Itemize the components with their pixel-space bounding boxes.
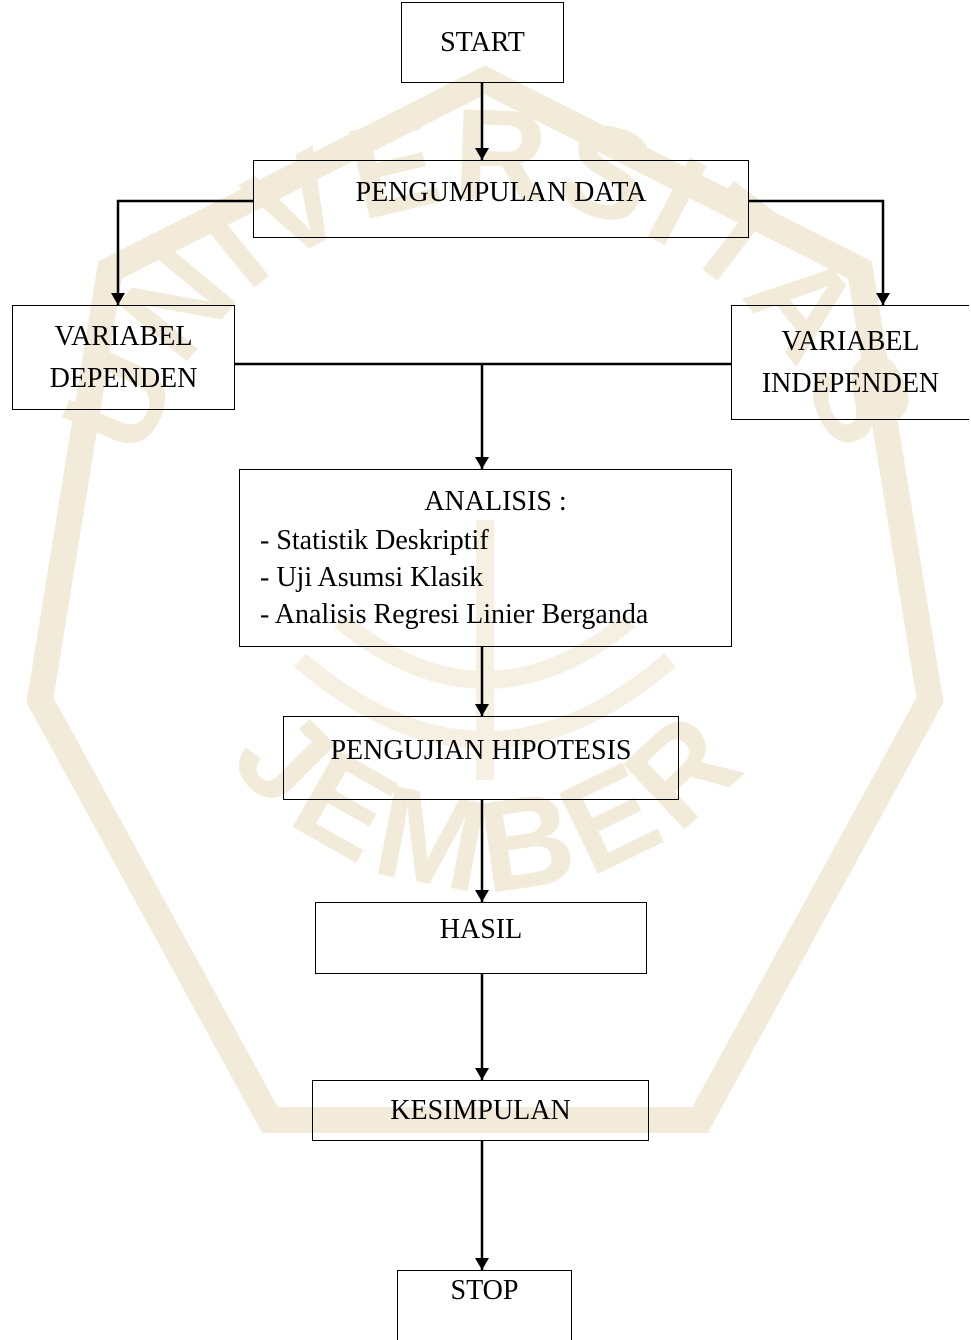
arrow-pengumpulan-to-independen [749, 199, 890, 305]
hasil-box: HASIL [315, 902, 647, 974]
variabel-independen-box: VARIABEL INDEPENDEN [731, 305, 969, 420]
analisis-box: ANALISIS : - Statistik Deskriptif - Uji … [239, 469, 732, 647]
pengumpulan-data-label: PENGUMPULAN DATA [355, 177, 647, 208]
variabel-dependen-box: VARIABEL DEPENDEN [12, 305, 235, 410]
stop-box: STOP [397, 1270, 572, 1340]
pengumpulan-data-box: PENGUMPULAN DATA [253, 160, 749, 238]
kesimpulan-box: KESIMPULAN [312, 1080, 649, 1141]
pengujian-hipotesis-box: PENGUJIAN HIPOTESIS [283, 716, 679, 800]
dependen-line-1: VARIABEL [54, 320, 193, 352]
hasil-label: HASIL [439, 914, 523, 945]
analisis-item: - Statistik Deskriptif [260, 525, 489, 556]
independen-line-1: VARIABEL [781, 325, 920, 357]
arrow-pengumpulan-to-dependen [111, 199, 253, 305]
start-box: START [401, 2, 564, 83]
kesimpulan-label: KESIMPULAN [390, 1094, 571, 1126]
analisis-title: ANALISIS : [424, 486, 567, 517]
analisis-item: - Uji Asumsi Klasik [260, 562, 484, 593]
analisis-item: - Analisis Regresi Linier Berganda [260, 599, 649, 630]
start-label: START [440, 26, 525, 58]
pengujian-hipotesis-label: PENGUJIAN HIPOTESIS [330, 735, 632, 766]
independen-line-2: INDEPENDEN [761, 367, 940, 399]
stop-label: STOP [450, 1274, 519, 1306]
dependen-line-2: DEPENDEN [49, 362, 198, 394]
